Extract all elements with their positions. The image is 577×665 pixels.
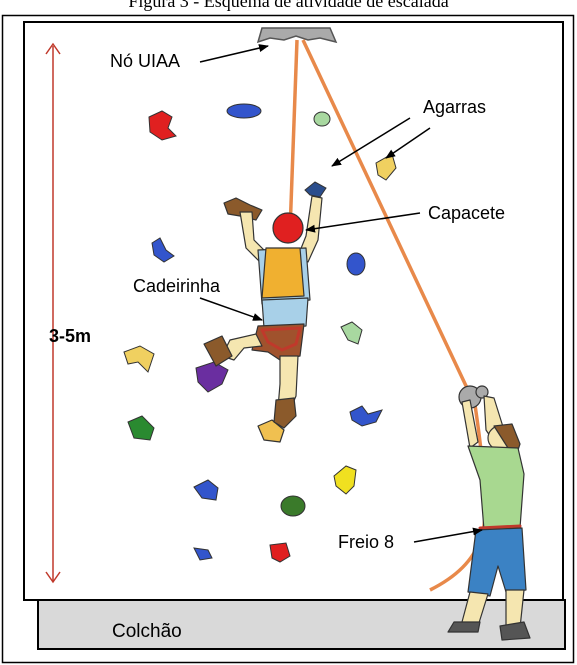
hold <box>314 112 330 126</box>
label-uiaa: Nó UIAA <box>110 51 180 71</box>
label-agarras: Agarras <box>423 97 486 117</box>
hold <box>347 253 365 275</box>
label-cadeirinha: Cadeirinha <box>133 276 221 296</box>
label-altura: 3-5m <box>49 326 91 346</box>
hold <box>281 496 305 516</box>
hold <box>227 104 261 118</box>
label-freio: Freio 8 <box>338 532 394 552</box>
label-colchao: Colchão <box>112 621 182 642</box>
label-capacete: Capacete <box>428 203 505 223</box>
